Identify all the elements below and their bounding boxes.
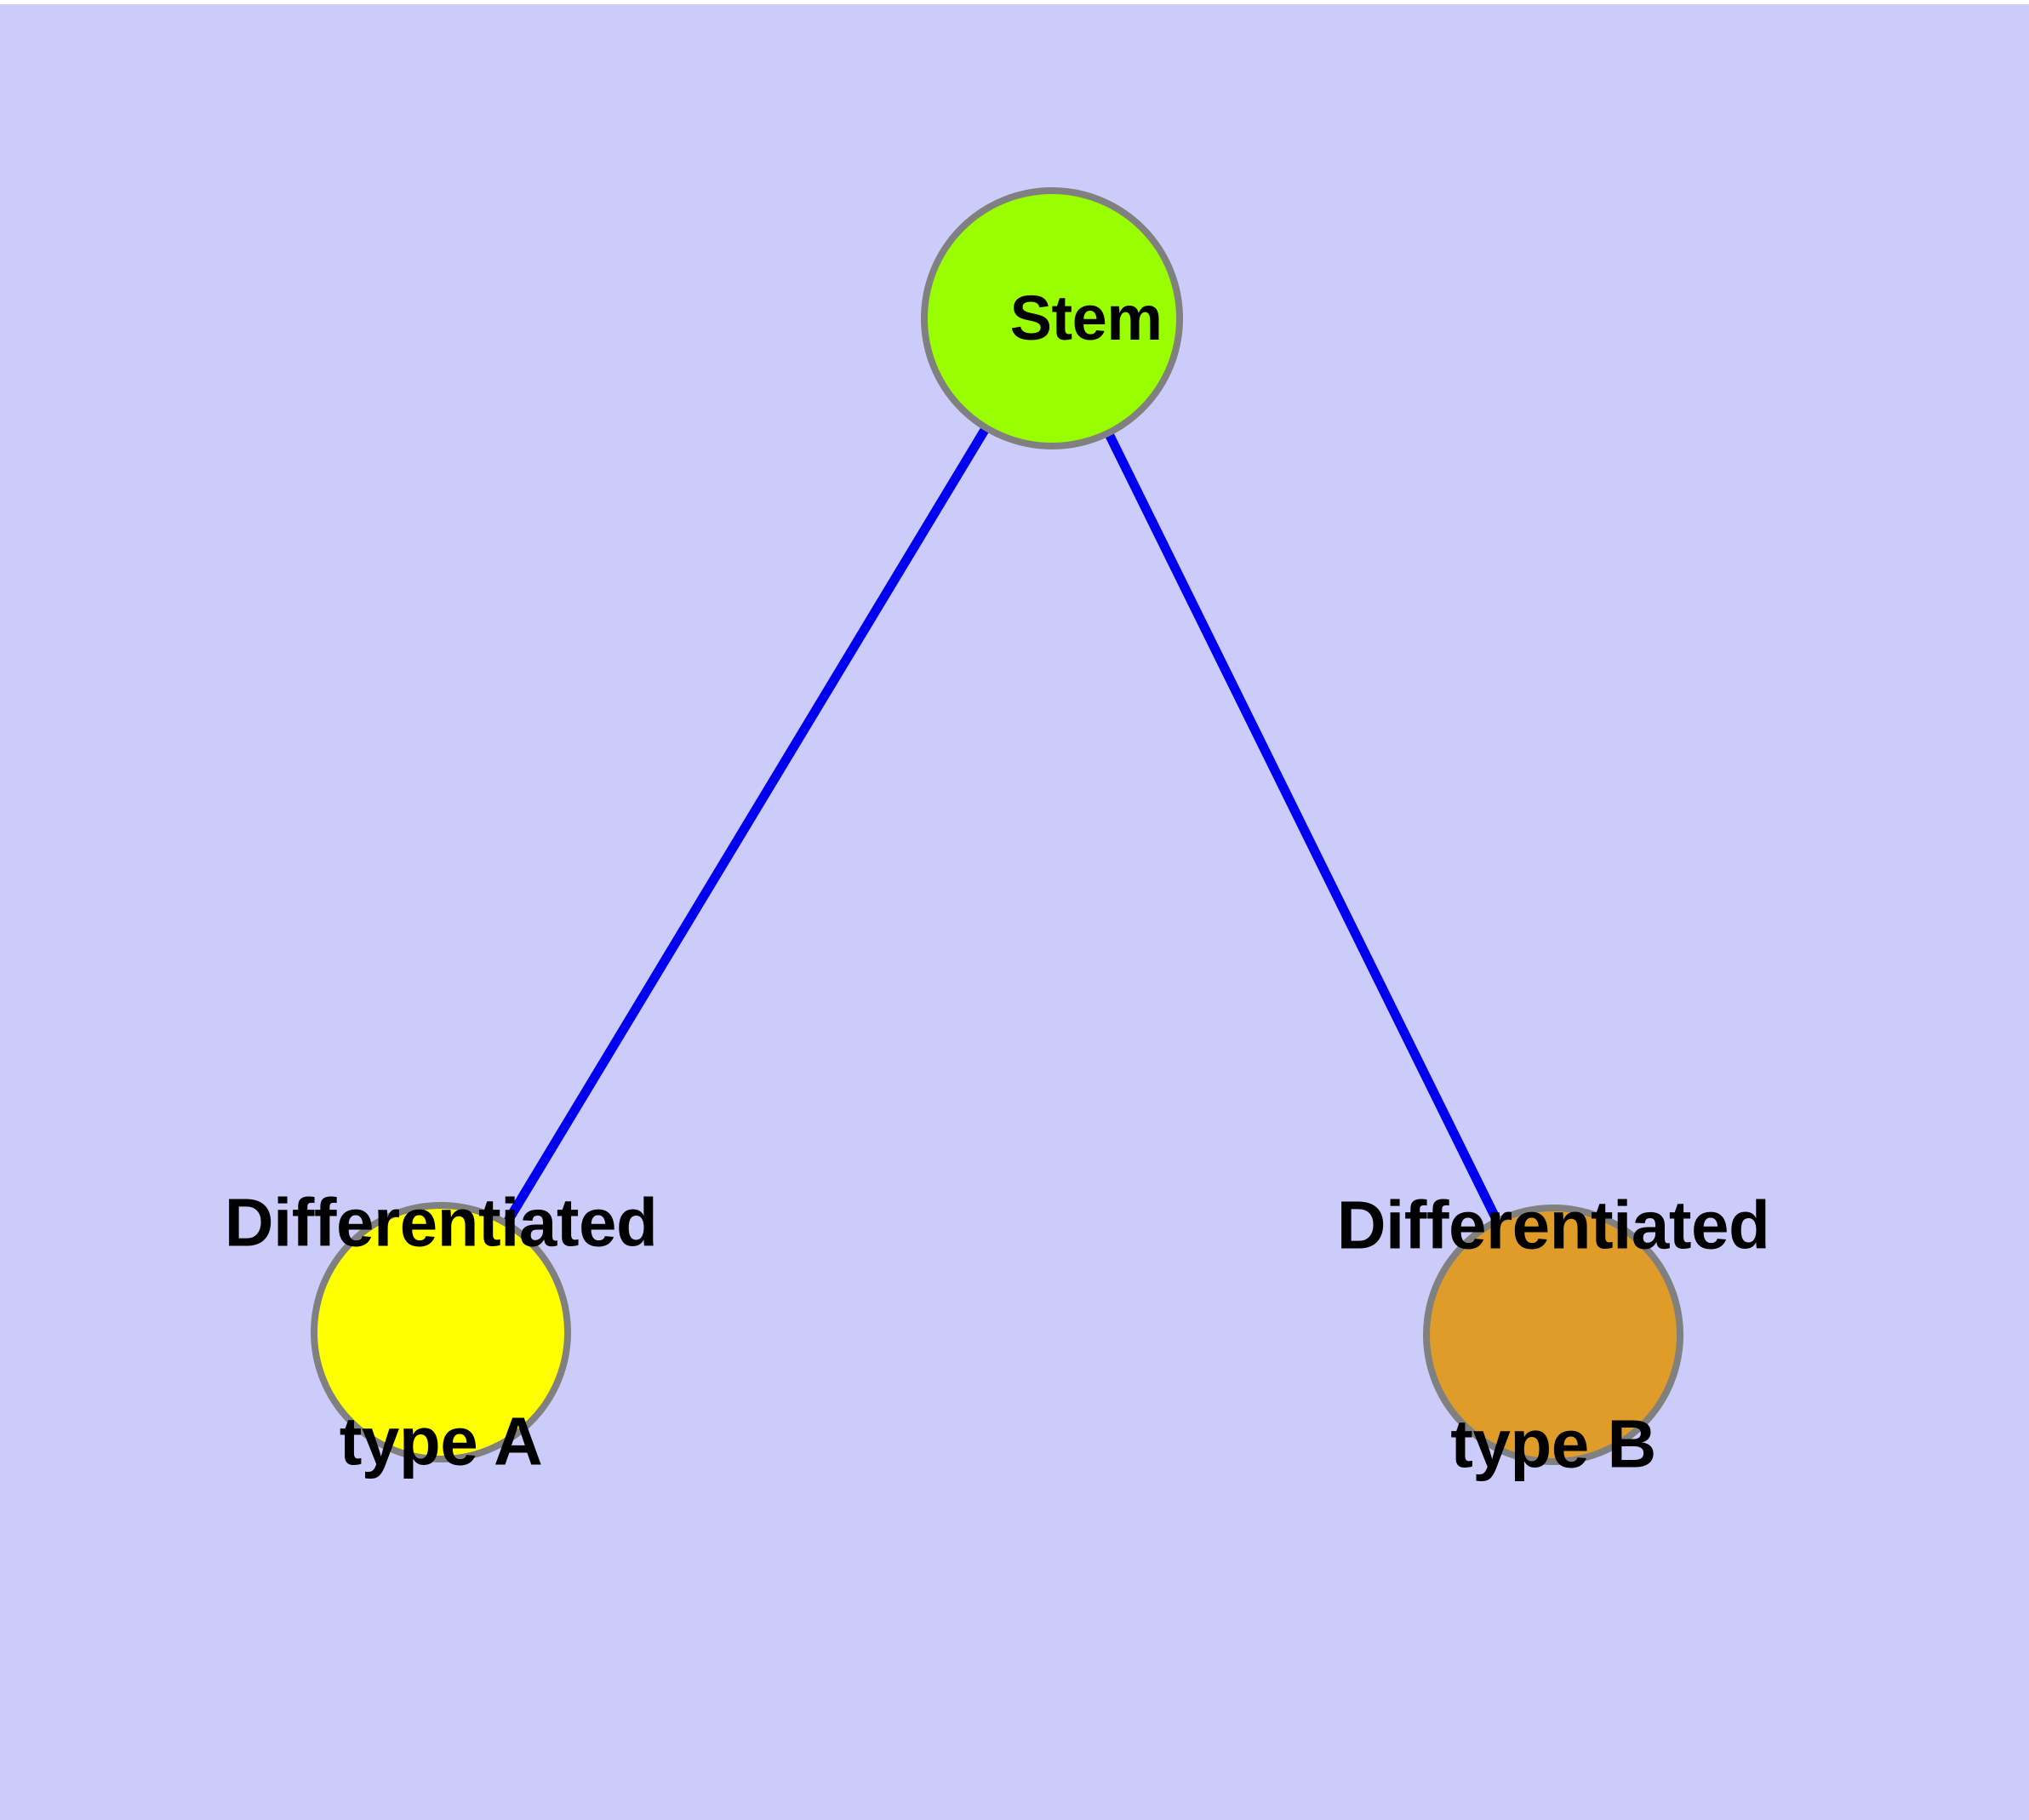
node-layer <box>311 187 1683 1465</box>
node-differentiated-type-a[interactable] <box>311 1202 571 1462</box>
node-differentiated-type-b[interactable] <box>1423 1205 1683 1465</box>
edge-stem-to-differentiated-type-b[interactable] <box>1048 316 1557 1337</box>
edge-layer <box>437 316 1557 1337</box>
edge-stem-to-differentiated-type-a[interactable] <box>437 316 1056 1335</box>
node-stem[interactable] <box>921 187 1183 449</box>
